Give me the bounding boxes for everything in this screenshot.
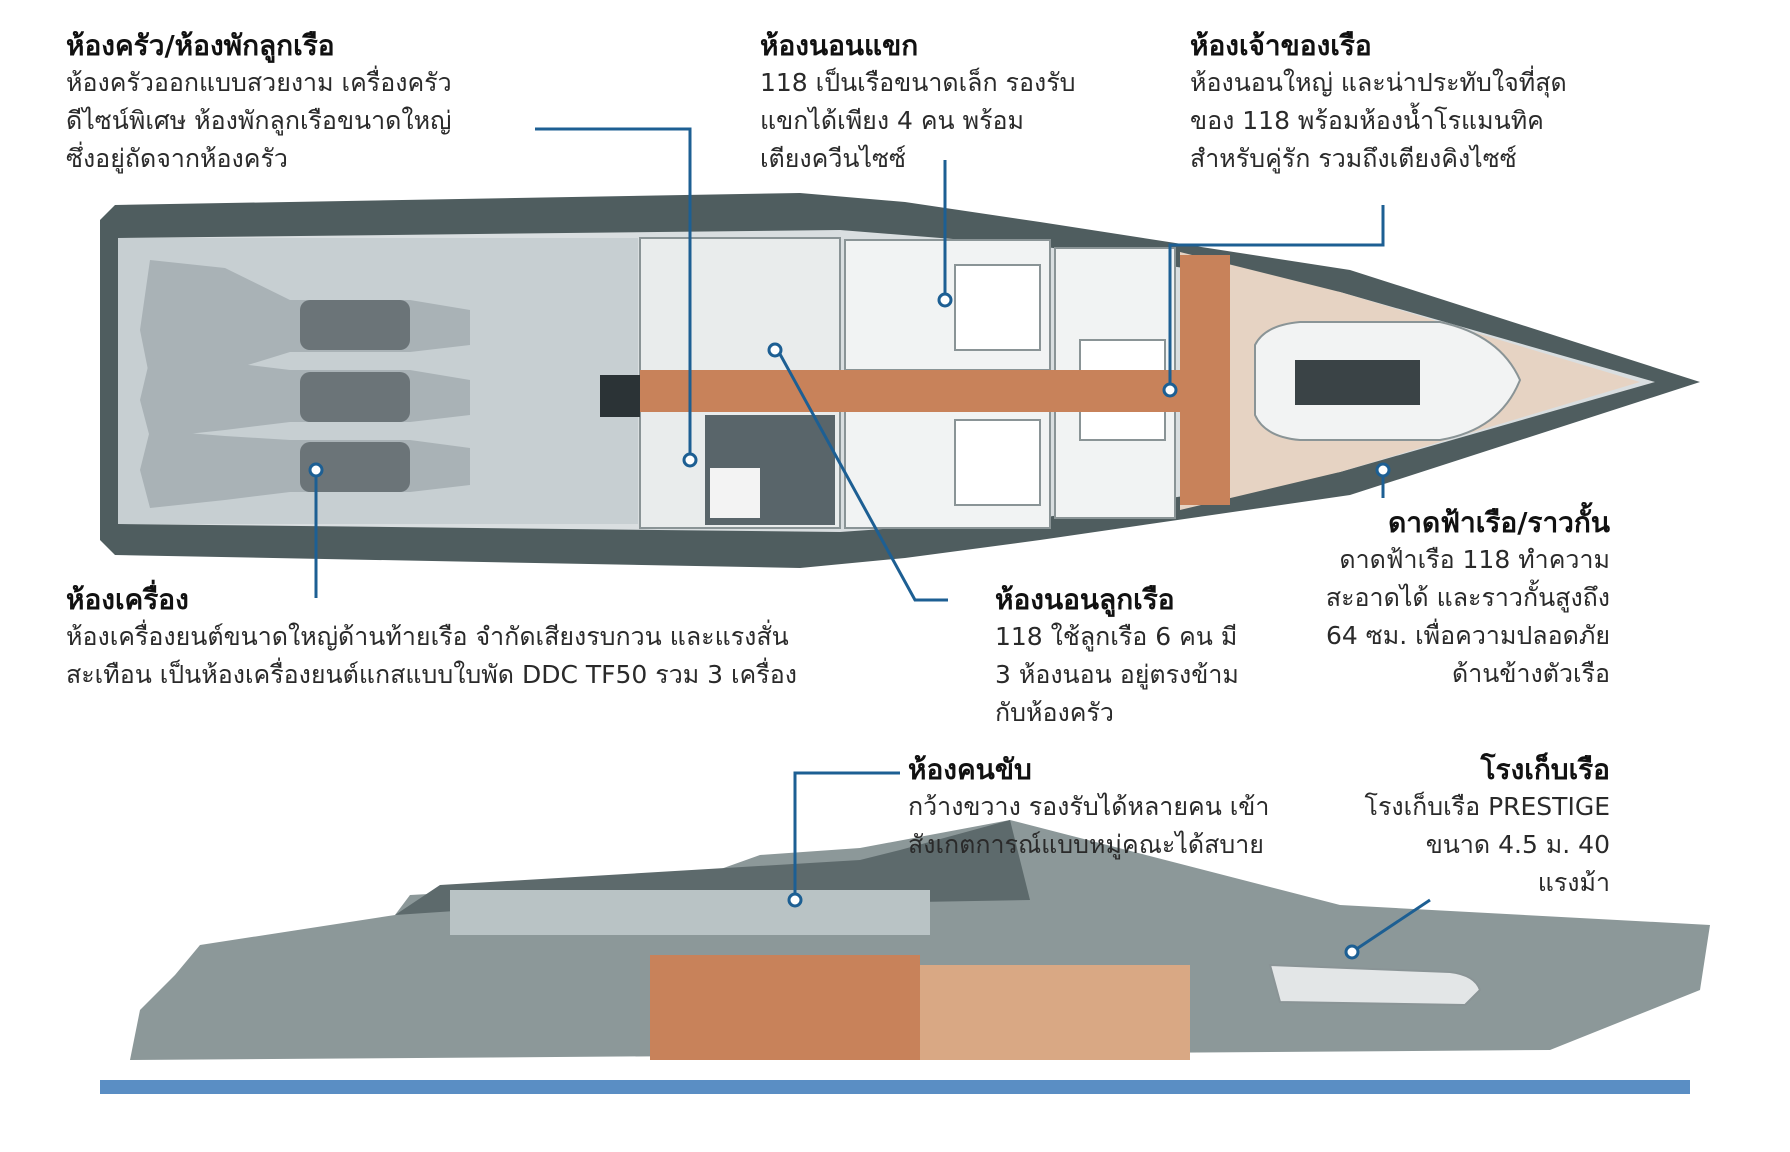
callout-owner: ห้องเจ้าของเรือ ห้องนอนใหญ่ และน่าประทับ… [1190, 28, 1610, 178]
callout-bridge: ห้องคนขับ กว้างขวาง รองรับได้หลายคน เข้า… [908, 752, 1328, 864]
callout-owner-body: ห้องนอนใหญ่ และน่าประทับใจที่สุด ของ 118… [1190, 68, 1567, 173]
bridge-windows [450, 890, 930, 935]
dot-galley [682, 452, 698, 468]
dot-guest [937, 292, 953, 308]
corridor [640, 370, 1180, 412]
callout-bridge-title: ห้องคนขับ [908, 753, 1032, 786]
callout-galley: ห้องครัว/ห้องพักลูกเรือ ห้องครัวออกแบบสว… [66, 28, 536, 178]
stairway [600, 375, 640, 417]
profile-tender [1268, 963, 1482, 1007]
callout-bridge-body: กว้างขวาง รองรับได้หลายคน เข้า สังเกตการ… [908, 792, 1270, 859]
profile-view [100, 820, 1710, 1094]
callout-galley-title: ห้องครัว/ห้องพักลูกเรือ [66, 29, 335, 62]
callout-tender-title: โรงเก็บเรือ [1480, 753, 1610, 786]
cabins [844, 239, 1176, 529]
galley-appliance [710, 468, 760, 518]
guest-bed-port [954, 264, 1041, 351]
engines [140, 260, 470, 508]
leader-dots [308, 292, 1391, 960]
owner-wet-room [1180, 255, 1230, 505]
guest-bed-stbd [954, 419, 1041, 506]
tender-plan [1254, 321, 1522, 441]
cabin-wood [920, 965, 1190, 1060]
callout-guest-title: ห้องนอนแขก [760, 29, 919, 62]
callout-galley-body: ห้องครัวออกแบบสวยงาม เครื่องครัว ดีไซน์พ… [66, 68, 452, 173]
callout-crew: ห้องนอนลูกเรือ 118 ใช้ลูกเรือ 6 คน มี 3 … [995, 582, 1285, 732]
leader-owner [1168, 205, 1385, 385]
leader-galley [535, 127, 692, 455]
callout-engine-body: ห้องเครื่องยนต์ขนาดใหญ่ด้านท้ายเรือ จำกั… [66, 622, 797, 689]
callout-deck: ดาดฟ้าเรือ/ราวกั้น ดาดฟ้าเรือ 118 ทำความ… [1250, 505, 1610, 693]
callout-deck-title: ดาดฟ้าเรือ/ราวกั้น [1388, 506, 1610, 539]
dot-owner [1162, 382, 1178, 398]
leader-tender [1354, 898, 1431, 952]
callout-guest: ห้องนอนแขก 118 เป็นเรือขนาดเล็ก รองรับ แ… [760, 28, 1110, 178]
callout-guest-body: 118 เป็นเรือขนาดเล็ก รองรับ แขกได้เพียง … [760, 68, 1076, 173]
callout-deck-body: ดาดฟ้าเรือ 118 ทำความ สะอาดได้ และราวกั้… [1325, 545, 1610, 688]
engine-2-block [300, 372, 410, 422]
leader-crew [773, 344, 948, 602]
plan-view [100, 193, 1700, 568]
leader-bridge [793, 771, 900, 900]
engine-3-block [300, 442, 410, 492]
dot-deck [1375, 462, 1391, 478]
dot-engine [308, 462, 324, 478]
callout-engine: ห้องเครื่อง ห้องเครื่องยนต์ขนาดใหญ่ด้านท… [66, 582, 966, 694]
callout-tender-body: โรงเก็บเรือ PRESTIGE ขนาด 4.5 ม. 40 แรงม… [1364, 792, 1610, 897]
leader-lines [314, 127, 1431, 952]
dot-tender [1344, 944, 1360, 960]
callout-engine-title: ห้องเครื่อง [66, 583, 189, 616]
engine-1-block [300, 300, 410, 350]
dot-crew [767, 342, 783, 358]
dot-bridge [787, 892, 803, 908]
callout-owner-title: ห้องเจ้าของเรือ [1190, 29, 1372, 62]
callout-tender: โรงเก็บเรือ โรงเก็บเรือ PRESTIGE ขนาด 4.… [1330, 752, 1610, 902]
callout-crew-title: ห้องนอนลูกเรือ [995, 583, 1175, 616]
salon-wood [650, 955, 920, 1060]
tender-console [1295, 360, 1420, 405]
waterline [100, 1080, 1690, 1094]
callout-crew-body: 118 ใช้ลูกเรือ 6 คน มี 3 ห้องนอน อยู่ตรง… [995, 622, 1239, 727]
